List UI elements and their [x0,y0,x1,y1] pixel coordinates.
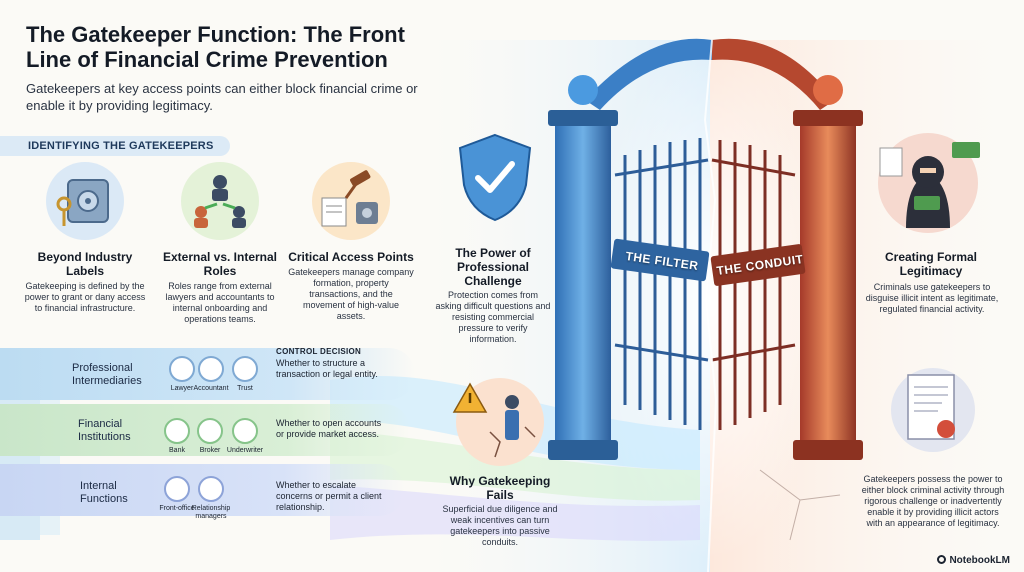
bank-icon [164,418,190,444]
lawyer-icon [169,356,195,382]
role-caption: Trust [237,385,253,392]
underwriter-icon [232,418,258,444]
role-accountant: Accountant [186,356,236,393]
notebooklm-brand: NotebookLM [937,555,1010,566]
role-relationship-managers: Relationship managers [186,476,236,521]
row-label: Financial Institutions [78,418,131,443]
topic-text: Roles range from external lawyers and ac… [165,281,275,324]
page-title: The Gatekeeper Function: The Front Line … [26,22,405,72]
role-caption: Underwriter [226,447,264,454]
topic-title: Beyond Industry Labels [37,250,133,278]
brand-logo-icon [937,555,947,564]
summary-text: Gatekeepers possess the power to either … [861,474,1005,528]
topic-title: Critical Access Points [288,250,414,264]
role-caption: Bank [169,447,185,454]
control-decision: Whether to open accounts or provide mark… [276,418,382,439]
document-seal-icon [891,368,975,452]
topic-text: Gatekeeping is defined by the power to g… [24,281,146,313]
callout-fails-text: Superficial due diligence and weak incen… [442,504,558,547]
relationship-managers-icon [198,476,224,502]
role-caption: Accountant [193,385,229,392]
callout-power-title: The Power of Professional Challenge [455,246,531,288]
section-label: IDENTIFYING THE GATEKEEPERS [0,136,230,156]
criminal-money-icon [878,133,980,233]
role-broker: Broker [185,418,235,455]
role-bank: Bank [152,418,202,455]
accountant-icon [198,356,224,382]
role-caption: Relationship managers [191,505,231,520]
trust-icon [232,356,258,382]
topic-beyond-labels: Beyond Industry Labels Gatekeeping is de… [20,162,150,314]
row-label: Internal Functions [80,480,128,505]
role-caption: Lawyer [170,385,194,392]
row-label: Professional Intermediaries [72,362,142,387]
front-office-icon [164,476,190,502]
role-underwriter: Underwriter [220,418,270,455]
role-caption: Front-office [159,505,195,512]
control-decision: Whether to structure a transaction or le… [276,358,378,379]
role-caption: Broker [199,447,221,454]
topic-title: External vs. Internal Roles [162,250,278,278]
callout-legitimacy-title: Creating Formal Legitimacy [884,250,977,278]
role-trust: Trust [220,356,270,393]
gavel-documents-icon [312,162,390,240]
topic-roles: External vs. Internal Roles Roles range … [156,162,284,325]
warning-person-icon [452,378,544,466]
broker-icon [197,418,223,444]
callout-fails-title: Why Gatekeeping Fails [449,474,551,502]
control-decision: Whether to escalate concerns or permit a… [276,480,382,512]
vault-icon [46,162,124,240]
role-lawyer: Lawyer [157,356,207,393]
callout-power-text: Protection comes from asking difficult q… [435,290,551,344]
shield-check-icon [458,133,532,222]
people-network-icon [181,162,259,240]
topic-access-points: Critical Access Points Gatekeepers manag… [288,162,414,322]
page-subtitle: Gatekeepers at key access points can eit… [26,81,418,113]
topic-text: Gatekeepers manage company formation, pr… [288,267,414,321]
control-decision-header: CONTROL DECISION [276,347,362,356]
callout-legitimacy-text: Criminals use gatekeepers to disguise il… [865,282,999,314]
brand-label: NotebookLM [949,555,1010,566]
role-front-office: Front-office [152,476,202,513]
